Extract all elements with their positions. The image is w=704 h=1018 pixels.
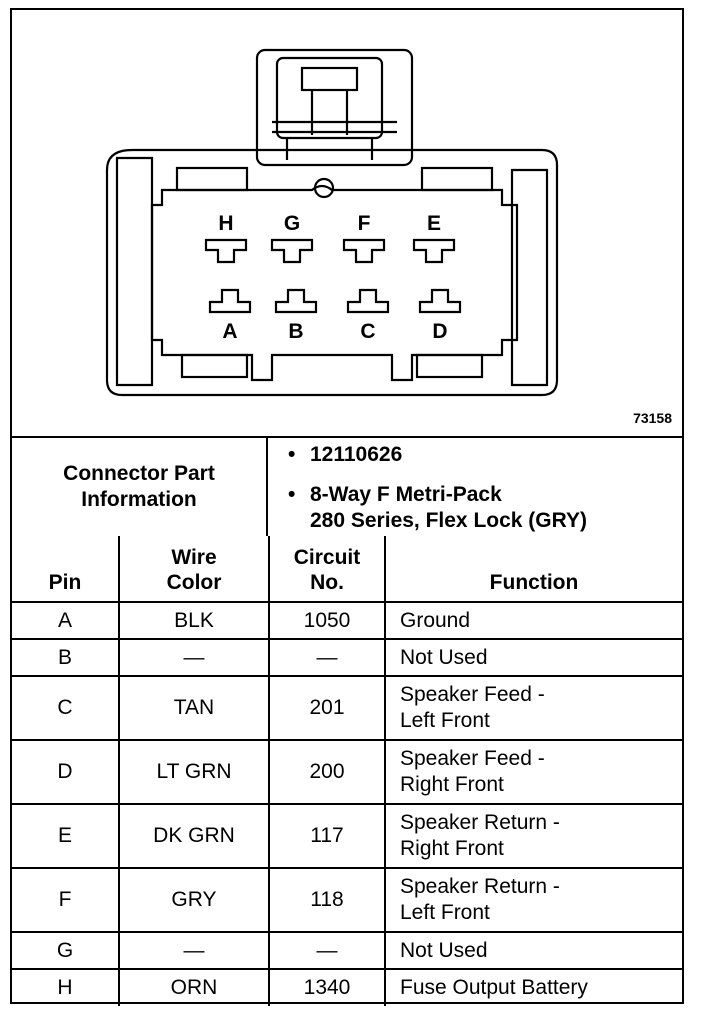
table-row: C TAN 201 Speaker Feed -Left Front bbox=[12, 675, 682, 741]
part-desc-line2: 280 Series, Flex Lock (GRY) bbox=[310, 509, 588, 532]
cell-function: Speaker Return -Left Front bbox=[384, 867, 682, 933]
table-row: G — — Not Used bbox=[12, 931, 682, 970]
cell-circuit: 1340 bbox=[268, 968, 386, 1006]
cell-wire: DK GRN bbox=[118, 803, 270, 869]
cell-circuit: 201 bbox=[268, 675, 386, 741]
divider bbox=[12, 436, 682, 438]
pin-terminal-bottom bbox=[418, 288, 462, 314]
cell-wire: BLK bbox=[118, 601, 270, 640]
latch-slot bbox=[300, 66, 359, 92]
tab-bottom-left bbox=[180, 353, 249, 379]
connector-sheet: H G F E A B C D 73158 Connector Part Inf… bbox=[10, 8, 684, 1006]
cell-function: Speaker Return -Right Front bbox=[384, 803, 682, 869]
cell-wire: — bbox=[118, 638, 270, 677]
table-row: A BLK 1050 Ground bbox=[12, 601, 682, 640]
pin-terminal-top bbox=[412, 238, 456, 264]
tab-top-right bbox=[420, 166, 494, 192]
table-row: H ORN 1340 Fuse Output Battery bbox=[12, 968, 682, 1006]
table-row: F GRY 118 Speaker Return -Left Front bbox=[12, 867, 682, 933]
table-row: E DK GRN 117 Speaker Return -Right Front bbox=[12, 803, 682, 869]
cell-circuit: — bbox=[268, 638, 386, 677]
cell-wire: LT GRN bbox=[118, 739, 270, 805]
tab-top-left bbox=[175, 166, 249, 192]
connector-part-info: Connector Part Information • 12110626 • … bbox=[12, 438, 682, 536]
header-function: Function bbox=[384, 536, 682, 603]
cell-circuit: — bbox=[268, 931, 386, 970]
cell-function: Speaker Feed -Left Front bbox=[384, 675, 682, 741]
cell-wire: ORN bbox=[118, 968, 270, 1006]
housing-left-wall bbox=[115, 156, 154, 387]
cell-pin: A bbox=[12, 601, 120, 640]
cell-pin: G bbox=[12, 931, 120, 970]
cell-wire: GRY bbox=[118, 867, 270, 933]
pin-terminal-bottom bbox=[208, 288, 252, 314]
cell-pin: B bbox=[12, 638, 120, 677]
cell-function: Fuse Output Battery bbox=[384, 968, 682, 1006]
part-info-label: Connector Part Information bbox=[12, 438, 268, 536]
table-row: B — — Not Used bbox=[12, 638, 682, 677]
part-number: 12110626 bbox=[310, 443, 403, 466]
part-info-values: • 12110626 • 8-Way F Metri-Pack 280 Seri… bbox=[270, 438, 682, 536]
pin-terminal-top bbox=[342, 238, 386, 264]
pin-label-bottom: A bbox=[222, 320, 237, 343]
pin-terminal-bottom bbox=[346, 288, 390, 314]
cell-function: Not Used bbox=[384, 931, 682, 970]
latch-outer bbox=[255, 48, 414, 167]
pin-terminal-top bbox=[204, 238, 248, 264]
pin-label-top: F bbox=[358, 212, 371, 235]
header-pin: Pin bbox=[12, 536, 120, 603]
pin-terminal-bottom bbox=[274, 288, 318, 314]
pin-label-bottom: C bbox=[360, 320, 375, 343]
cell-circuit: 200 bbox=[268, 739, 386, 805]
cell-pin: D bbox=[12, 739, 120, 805]
pin-label-bottom: B bbox=[288, 320, 303, 343]
cell-wire: TAN bbox=[118, 675, 270, 741]
cell-function: Speaker Feed -Right Front bbox=[384, 739, 682, 805]
cell-pin: F bbox=[12, 867, 120, 933]
housing-outer bbox=[105, 148, 559, 397]
cell-pin: H bbox=[12, 968, 120, 1006]
cavity-outline bbox=[150, 184, 519, 382]
cell-function: Not Used bbox=[384, 638, 682, 677]
cell-wire: — bbox=[118, 931, 270, 970]
latch-inner bbox=[275, 56, 384, 140]
pin-label-top: H bbox=[218, 212, 233, 235]
connector-face-svg: H G F E A B C D bbox=[105, 48, 559, 397]
part-desc-row: • 8-Way F Metri-Pack 280 Series, Flex Lo… bbox=[288, 483, 588, 532]
cell-circuit: 117 bbox=[268, 803, 386, 869]
key-notch bbox=[313, 177, 335, 199]
cell-pin: C bbox=[12, 675, 120, 741]
cell-circuit: 1050 bbox=[268, 601, 386, 640]
pin-label-bottom: D bbox=[432, 320, 447, 343]
cell-function: Ground bbox=[384, 601, 682, 640]
figure-id: 73158 bbox=[633, 410, 672, 426]
part-desc-line1: 8-Way F Metri-Pack bbox=[310, 483, 502, 506]
housing-right-wall bbox=[510, 168, 549, 387]
pin-label-top: E bbox=[427, 212, 441, 235]
connector-drawing: H G F E A B C D 73158 bbox=[12, 10, 682, 436]
pin-terminal-top bbox=[270, 238, 314, 264]
cell-pin: E bbox=[12, 803, 120, 869]
tab-bottom-right bbox=[415, 353, 484, 379]
cell-circuit: 118 bbox=[268, 867, 386, 933]
table-row: D LT GRN 200 Speaker Feed -Right Front bbox=[12, 739, 682, 805]
part-number-row: • 12110626 bbox=[288, 443, 403, 466]
pin-label-top: G bbox=[284, 212, 300, 235]
